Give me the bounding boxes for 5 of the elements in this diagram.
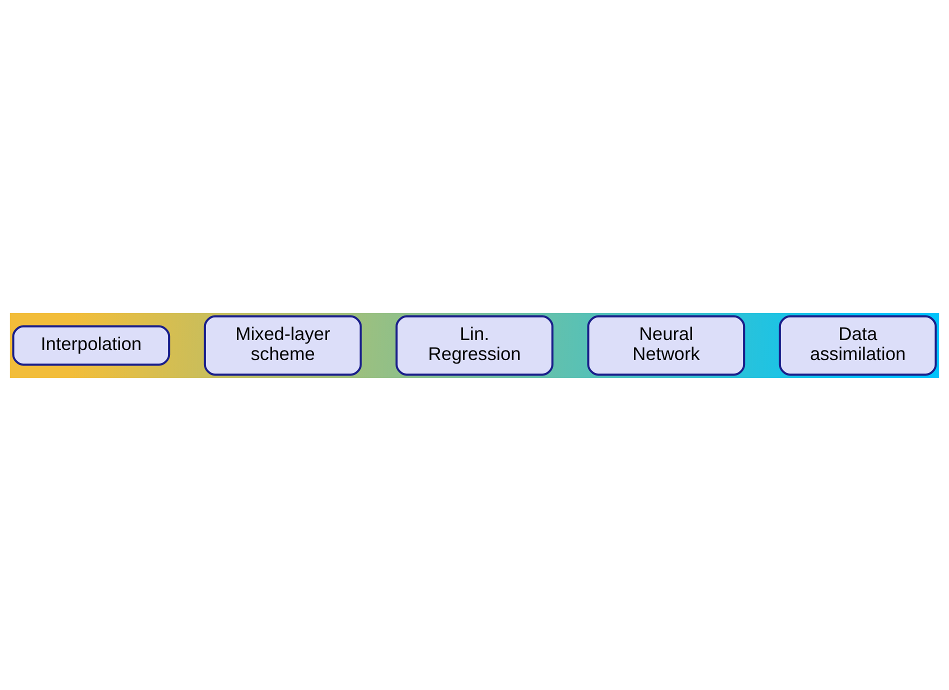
node-box: Neural Network: [587, 314, 746, 376]
node-box: Interpolation: [12, 324, 170, 366]
node-box: Mixed-layer scheme: [204, 314, 362, 376]
node-box: Data assimilation: [778, 314, 937, 376]
node-box: Lin. Regression: [396, 314, 554, 376]
